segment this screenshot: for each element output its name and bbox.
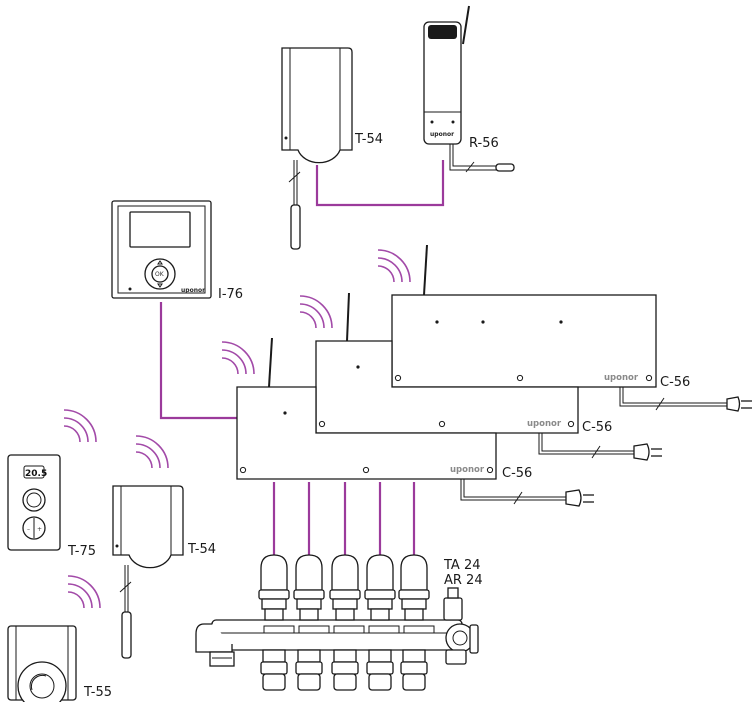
svg-text:–: – — [27, 526, 30, 533]
label-ar24: AR 24 — [444, 573, 483, 588]
label-t55: T-55 — [83, 685, 112, 700]
t75-display-value: 20.5 — [25, 469, 47, 479]
wireless-signal-icon — [299, 295, 333, 329]
brand-c56-middle: uponor — [527, 419, 562, 429]
label-r56: R-56 — [469, 136, 499, 151]
actuator-head-5 — [398, 554, 430, 691]
actuator-head-2 — [293, 554, 325, 691]
wired-connections — [159, 160, 445, 555]
brand-c56-front: uponor — [450, 465, 485, 475]
wireless-signal-icon — [67, 575, 101, 609]
label-c56-front: C-56 — [502, 466, 532, 481]
controller-c56-back: uponor C-56 — [391, 244, 752, 412]
wireless-signal-icon — [377, 249, 411, 283]
label-t54-bottom: T-54 — [187, 542, 216, 557]
manifold-ta24-ar24: TA 24 AR 24 — [195, 554, 483, 691]
receiver-r56: uponor R-56 — [423, 5, 515, 173]
i76-ok-button: OK — [155, 271, 165, 278]
actuator-head-1 — [258, 554, 290, 691]
label-i76: I-76 — [218, 287, 243, 302]
controller-c56-front: uponor C-56 — [236, 337, 594, 507]
wireless-signals — [63, 249, 411, 609]
svg-text:+: + — [37, 526, 42, 533]
wireless-signal-icon — [63, 409, 97, 443]
brand-c56-back: uponor — [604, 373, 639, 383]
wireless-signal-icon — [135, 435, 169, 469]
label-c56-middle: C-56 — [582, 420, 612, 435]
wire-t54-r56 — [315, 160, 445, 207]
actuator-head-4 — [364, 554, 396, 691]
brand-r56: uponor — [430, 131, 454, 138]
label-ta24: TA 24 — [443, 558, 481, 573]
wireless-signal-icon — [221, 341, 255, 375]
wire-i76-controller — [159, 302, 237, 420]
thermostat-t54-top: T-54 — [281, 47, 383, 250]
thermostat-t54-bottom: T-54 — [112, 485, 216, 659]
label-t54-top: T-54 — [354, 132, 383, 147]
label-c56-back: C-56 — [660, 375, 690, 390]
interface-i76: OK uponor I-76 — [111, 200, 243, 302]
thermostat-t55: T-55 — [7, 625, 112, 702]
actuator-head-3 — [329, 554, 361, 691]
thermostat-t75: 20.5 – + T-75 — [7, 454, 96, 559]
label-t75: T-75 — [67, 544, 96, 559]
brand-i76: uponor — [181, 287, 205, 294]
